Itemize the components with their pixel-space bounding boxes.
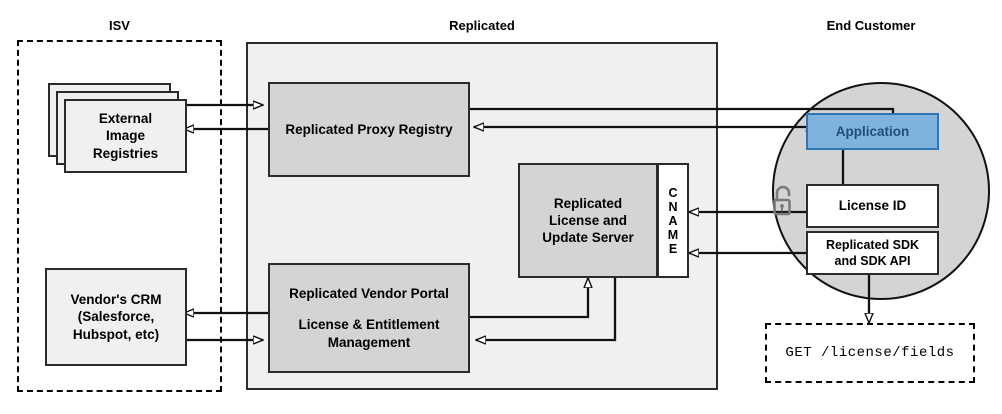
- zone-title-end-customer: End Customer: [826, 18, 916, 33]
- replicated-proxy-registry-node[interactable]: Replicated Proxy Registry: [268, 82, 470, 177]
- cname-letter-m: M: [667, 227, 679, 242]
- replicated-sdk-node[interactable]: Replicated SDK and SDK API: [806, 231, 939, 275]
- vendor-portal-line-1: Replicated Vendor Portal: [289, 286, 449, 302]
- license-update-server-line-2: License and: [548, 212, 627, 228]
- vendor-portal-line-2: License & Entitlement: [298, 317, 440, 333]
- vendors-crm-line-2: (Salesforce,: [77, 309, 155, 325]
- replicated-sdk-line-2: and SDK API: [834, 254, 911, 268]
- replicated-proxy-registry-label: Replicated Proxy Registry: [285, 121, 453, 137]
- vendors-crm-line-1: Vendor's CRM: [70, 292, 162, 308]
- vendors-crm-line-3: Hubspot, etc): [72, 326, 160, 342]
- replicated-license-update-server-node[interactable]: Replicated License and Update Server: [518, 163, 658, 278]
- vendors-crm-node[interactable]: Vendor's CRM (Salesforce, Hubspot, etc): [45, 268, 187, 366]
- vendor-portal-spacer: [289, 302, 449, 316]
- vendor-portal-line-3: Management: [327, 334, 411, 350]
- zone-title-replicated: Replicated: [449, 18, 515, 33]
- external-image-registries-node[interactable]: External Image Registries: [64, 99, 187, 173]
- license-update-server-line-1: Replicated: [553, 195, 623, 211]
- api-request-box: GET /license/fields: [765, 323, 975, 383]
- isv-zone-boundary: [17, 40, 222, 392]
- external-image-registries-line-3: Registries: [92, 145, 159, 161]
- license-id-label: License ID: [838, 198, 907, 214]
- cname-letter-a: A: [668, 213, 678, 228]
- cname-node[interactable]: C N A M E: [657, 163, 689, 278]
- cname-letter-n: N: [668, 199, 678, 214]
- replicated-vendor-portal-node[interactable]: Replicated Vendor Portal License & Entit…: [268, 263, 470, 373]
- cname-letter-e: E: [668, 241, 678, 256]
- external-image-registries-line-2: Image: [105, 128, 146, 144]
- replicated-sdk-line-1: Replicated SDK: [825, 238, 920, 252]
- license-id-node[interactable]: License ID: [806, 184, 939, 228]
- license-update-server-line-3: Update Server: [542, 230, 634, 246]
- application-node[interactable]: Application: [806, 113, 939, 150]
- cname-letter-c: C: [668, 185, 678, 200]
- external-image-registries-line-1: External: [98, 111, 153, 127]
- api-request-label: GET /license/fields: [785, 345, 955, 361]
- unlock-icon: [768, 183, 798, 223]
- zone-title-isv: ISV: [109, 18, 130, 33]
- application-label: Application: [835, 123, 910, 139]
